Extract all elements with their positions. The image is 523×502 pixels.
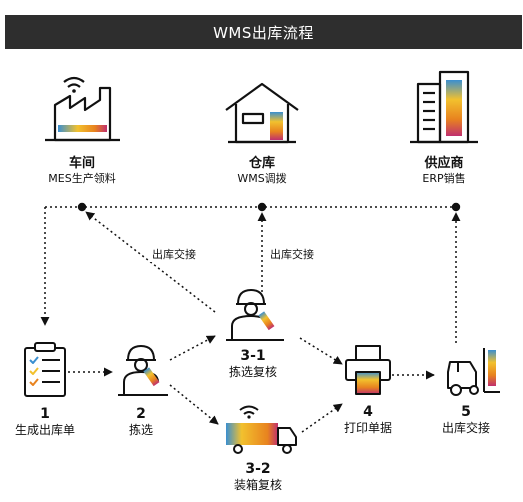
step-2-number: 2: [136, 406, 146, 422]
diagram-title: WMS出库流程: [5, 15, 522, 49]
workshop-subtitle: MES生产领料: [48, 171, 116, 185]
step-5-number: 5: [461, 404, 471, 420]
clipboard-checklist-icon: [24, 342, 66, 397]
step-5: 5 出库交接: [442, 404, 490, 435]
edge-label-to-workshop: 出库交接: [150, 246, 198, 262]
step-3-1: 3-1 拣选复核: [229, 348, 277, 379]
step-3-1-name: 拣选复核: [228, 364, 278, 379]
forklift-icon: [447, 348, 500, 396]
warehouse-title: 仓库: [248, 156, 276, 171]
worker-scanning-icon: [118, 345, 168, 396]
edge-label-to-warehouse: 出库交接: [268, 246, 316, 262]
step-3-1-number: 3-1: [240, 348, 266, 364]
worker-inspecting-icon: [226, 289, 284, 341]
warehouse-icon: [225, 82, 299, 144]
step-1-name: 生成出库单: [14, 422, 76, 437]
step-3-2-name: 装箱复核: [233, 477, 283, 492]
step-4: 4 打印单据: [344, 404, 392, 435]
step-3-2-number: 3-2: [245, 461, 271, 477]
step-4-name: 打印单据: [343, 420, 393, 435]
factory-icon: [45, 76, 120, 142]
step-3-2: 3-2 装箱复核: [234, 461, 282, 492]
printer-icon: [345, 345, 391, 395]
delivery-truck-icon: [226, 405, 297, 454]
workshop-node: 车间 MES生产领料: [48, 156, 115, 185]
warehouse-node: 仓库 WMS调拨: [237, 156, 286, 185]
supplier-subtitle: ERP销售: [422, 171, 466, 185]
step-4-number: 4: [363, 404, 373, 420]
supplier-node: 供应商 ERP销售: [422, 156, 465, 185]
step-5-name: 出库交接: [441, 420, 491, 435]
step-2-name: 拣选: [128, 422, 154, 437]
building-icon: [410, 70, 478, 144]
warehouse-subtitle: WMS调拨: [237, 171, 287, 185]
step-2: 2 拣选: [129, 406, 153, 437]
supplier-title: 供应商: [424, 156, 464, 171]
step-1-number: 1: [40, 406, 50, 422]
step-1: 1 生成出库单: [15, 406, 75, 437]
workshop-title: 车间: [68, 156, 95, 171]
